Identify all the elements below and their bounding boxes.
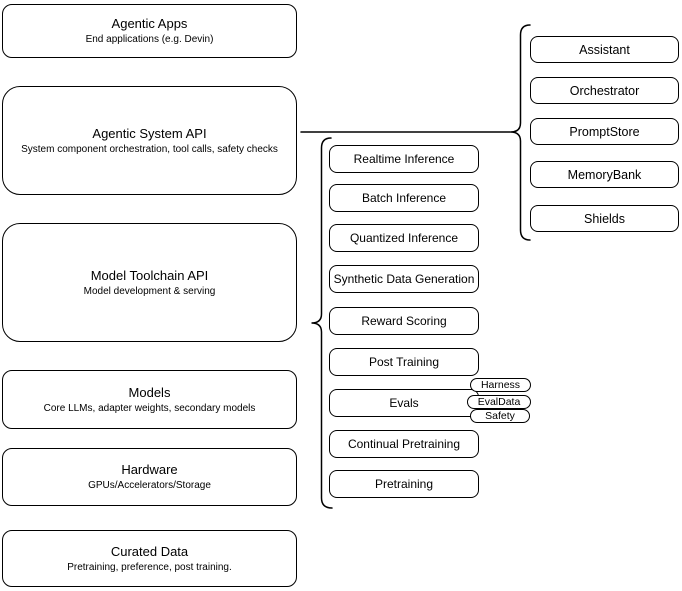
box-models-subtitle: Core LLMs, adapter weights, secondary mo… <box>43 402 256 414</box>
box-pretraining: Pretraining <box>329 470 479 498</box>
box-hardware: Hardware GPUs/Accelerators/Storage <box>2 448 297 506</box>
box-model-toolchain-api-title: Model Toolchain API <box>90 267 209 283</box>
box-reward-scoring: Reward Scoring <box>329 307 479 335</box>
brace-system-components <box>510 24 531 241</box>
box-batch-inference: Batch Inference <box>329 184 479 212</box>
box-evals: Evals <box>329 389 479 417</box>
box-models: Models Core LLMs, adapter weights, secon… <box>2 370 297 429</box>
box-agentic-system-api: Agentic System API System component orch… <box>2 86 297 195</box>
pill-safety: Safety <box>470 409 530 423</box>
box-hardware-subtitle: GPUs/Accelerators/Storage <box>88 480 211 491</box>
box-agentic-system-api-subtitle: System component orchestration, tool cal… <box>21 143 278 155</box>
box-agentic-system-api-title: Agentic System API <box>92 125 207 141</box>
box-assistant: Assistant <box>530 36 679 63</box>
box-synthetic-data-generation: Synthetic Data Generation <box>329 265 479 293</box>
box-continual-pretraining: Continual Pretraining <box>329 430 479 458</box>
box-memorybank: MemoryBank <box>530 161 679 188</box>
box-shields: Shields <box>530 205 679 232</box>
box-promptstore: PromptStore <box>530 118 679 145</box>
box-model-toolchain-api-subtitle: Model development & serving <box>83 285 216 297</box>
box-curated-data-title: Curated Data <box>110 543 189 559</box>
box-orchestrator: Orchestrator <box>530 77 679 104</box>
pill-evaldata: EvalData <box>467 395 531 409</box>
box-hardware-title: Hardware <box>121 462 178 477</box>
box-agentic-apps: Agentic Apps End applications (e.g. Devi… <box>2 4 297 58</box>
box-realtime-inference: Realtime Inference <box>329 145 479 173</box>
box-model-toolchain-api: Model Toolchain API Model development & … <box>2 223 297 342</box>
box-models-title: Models <box>128 384 171 400</box>
pill-harness: Harness <box>470 378 531 392</box>
box-post-training: Post Training <box>329 348 479 376</box>
box-agentic-apps-title: Agentic Apps <box>111 16 188 31</box>
box-agentic-apps-subtitle: End applications (e.g. Devin) <box>85 34 214 45</box>
box-curated-data: Curated Data Pretraining, preference, po… <box>2 530 297 587</box>
box-quantized-inference: Quantized Inference <box>329 224 479 252</box>
box-curated-data-subtitle: Pretraining, preference, post training. <box>67 561 232 573</box>
